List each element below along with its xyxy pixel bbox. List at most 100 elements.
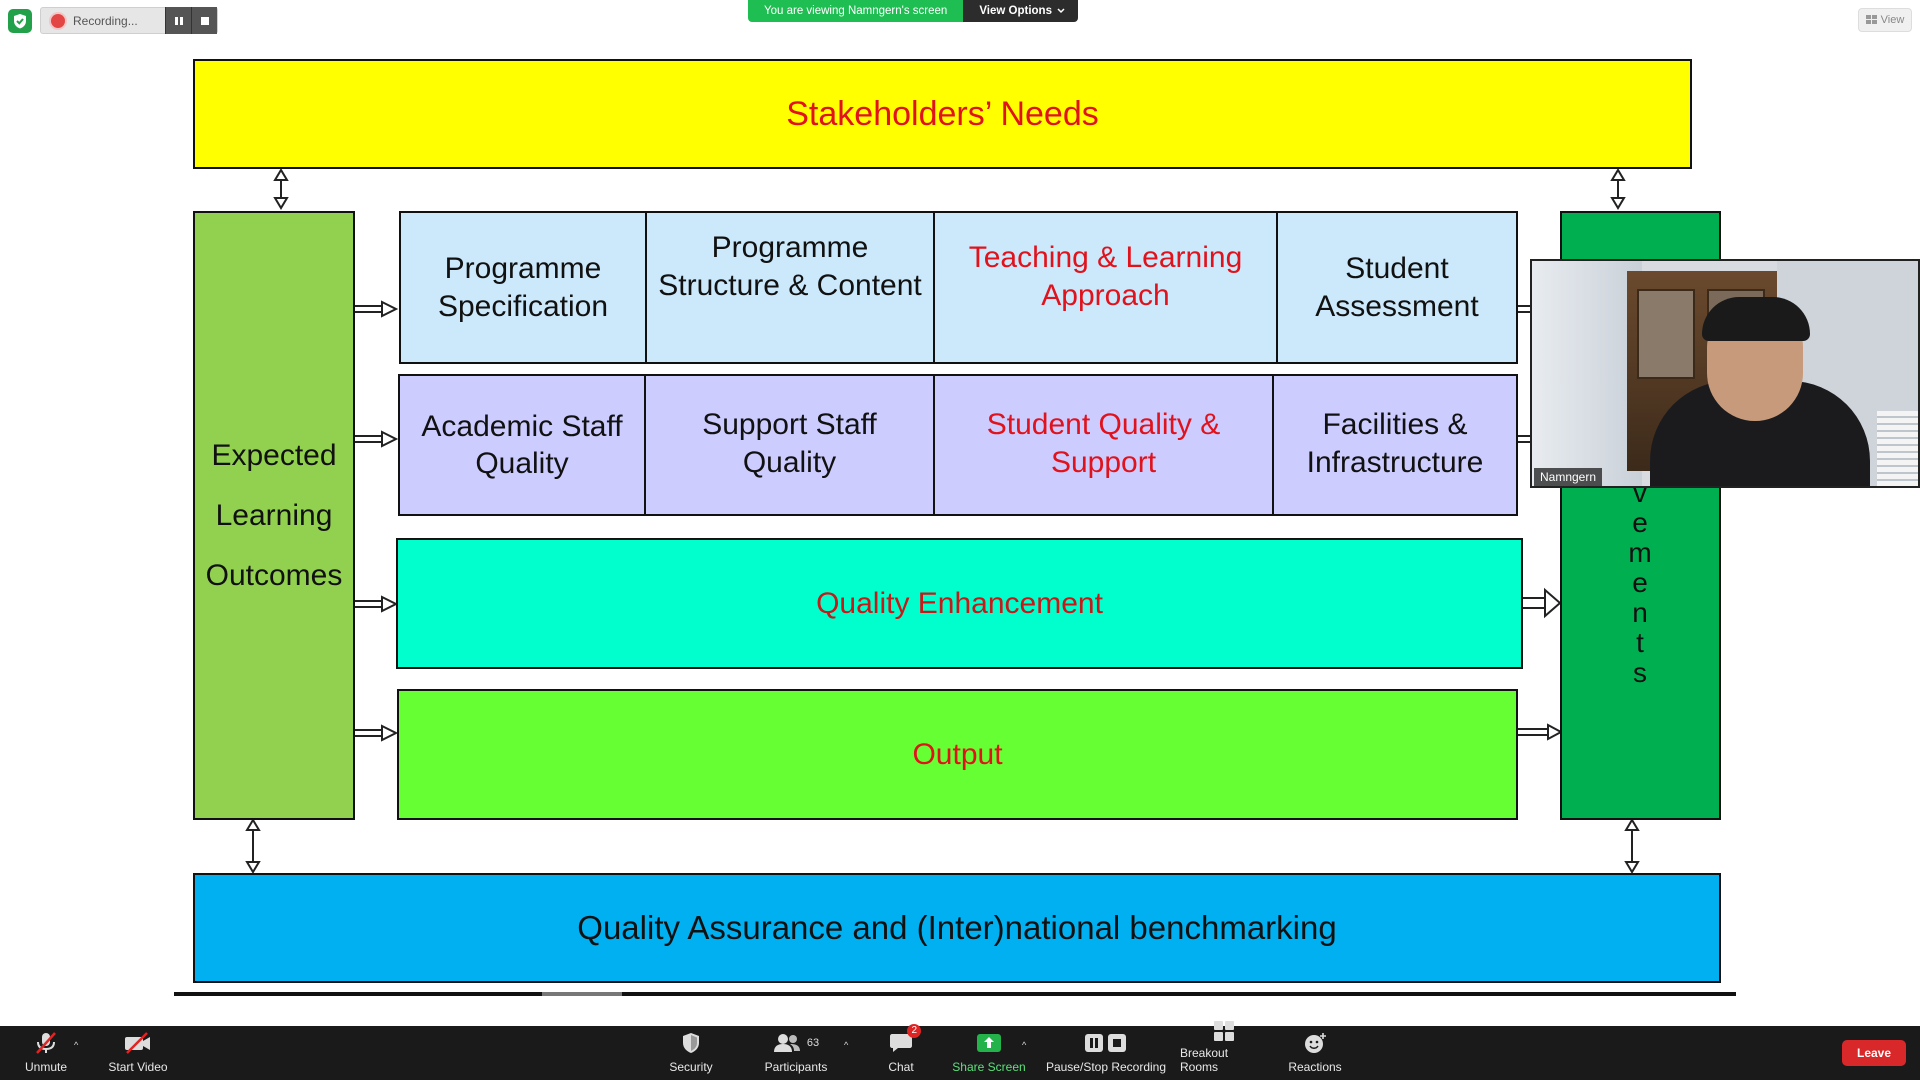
chat-button[interactable]: 2 Chat bbox=[880, 1024, 922, 1080]
video-person-hair bbox=[1702, 297, 1810, 341]
row1-cell4-line1: Student bbox=[1345, 252, 1449, 285]
stakeholders-needs-label: Stakeholders’ Needs bbox=[786, 94, 1099, 133]
view-options-label: View Options bbox=[979, 5, 1052, 17]
participant-name-tag: Namngern bbox=[1534, 468, 1603, 486]
participants-label: Participants bbox=[764, 1060, 828, 1074]
row2-cell3-line2: Support bbox=[1050, 445, 1157, 479]
video-camera-off-icon bbox=[125, 1032, 150, 1054]
participants-icon bbox=[773, 1034, 800, 1052]
row2-cell1-line2: Quality bbox=[475, 447, 569, 480]
ach-letter-6: t bbox=[1636, 627, 1644, 658]
row1-cell1-line1: Programme bbox=[444, 252, 602, 285]
ach-letter-2: e bbox=[1632, 507, 1648, 538]
student-quality-support-box: Student Quality & Support bbox=[933, 374, 1274, 516]
start-video-button[interactable]: Start Video bbox=[104, 1026, 172, 1080]
view-button[interactable]: View bbox=[1858, 8, 1912, 32]
leave-button[interactable]: Leave bbox=[1842, 1040, 1906, 1066]
reactions-smiley-icon bbox=[1305, 1033, 1326, 1053]
quality-enhancement-label: Quality Enhancement bbox=[816, 586, 1103, 620]
share-screen-caret-icon[interactable]: ^ bbox=[1022, 1040, 1027, 1050]
recording-label: Recording... bbox=[73, 13, 138, 28]
share-screen-icon bbox=[977, 1034, 1001, 1052]
pause-stop-recording-label: Pause/Stop Recording bbox=[1045, 1060, 1167, 1074]
security-shield-icon bbox=[683, 1033, 699, 1053]
security-label: Security bbox=[669, 1060, 713, 1074]
view-options-button[interactable]: View Options bbox=[963, 0, 1078, 22]
chat-label: Chat bbox=[888, 1060, 914, 1074]
participant-video[interactable]: Namngern bbox=[1530, 259, 1920, 488]
security-button[interactable]: Security bbox=[660, 1026, 722, 1080]
view-button-label: View bbox=[1880, 14, 1905, 26]
row1-cell4-line2: Assessment bbox=[1315, 289, 1479, 323]
elo-line-3: Outcomes bbox=[205, 558, 343, 592]
video-papers bbox=[1877, 411, 1918, 486]
unmute-label: Unmute bbox=[24, 1060, 68, 1074]
elo-line-2: Learning bbox=[215, 498, 333, 532]
ach-letter-4: e bbox=[1632, 567, 1648, 598]
student-assessment-box: Student Assessment bbox=[1276, 211, 1518, 364]
pause-stop-recording-button[interactable]: Pause/Stop Recording bbox=[1044, 1026, 1168, 1080]
meeting-toolbar: Unmute ^ Start Video Security bbox=[0, 1021, 1920, 1080]
row2-cell2-line1: Support Staff bbox=[702, 408, 877, 441]
video-window-background bbox=[1532, 261, 1642, 486]
start-video-label: Start Video bbox=[108, 1060, 168, 1074]
chat-bubble-icon bbox=[890, 1034, 912, 1052]
ach-letter-3: m bbox=[1628, 537, 1652, 568]
ach-letter-7: s bbox=[1633, 657, 1647, 688]
breakout-rooms-icon bbox=[1214, 1021, 1234, 1041]
share-screen-label: Share Screen bbox=[952, 1060, 1026, 1074]
chevron-down-icon bbox=[1057, 8, 1065, 14]
expected-learning-outcomes-box: Expected Learning Outcomes bbox=[193, 211, 355, 820]
grid-view-icon bbox=[1865, 15, 1877, 24]
recording-indicator: Recording... bbox=[40, 7, 218, 34]
pause-stop-recording-icon bbox=[1085, 1034, 1126, 1052]
screen-share-banner: You are viewing Namngern's screen View O… bbox=[748, 0, 1078, 22]
row2-cell4-line2: Infrastructure bbox=[1306, 445, 1484, 479]
facilities-infrastructure-box: Facilities & Infrastructure bbox=[1272, 374, 1518, 516]
breakout-rooms-label: Breakout Rooms bbox=[1180, 1046, 1229, 1074]
academic-staff-quality-box: Academic Staff Quality bbox=[398, 374, 646, 516]
audio-options-caret-icon[interactable]: ^ bbox=[74, 1040, 79, 1050]
participants-button[interactable]: 63 Participants bbox=[760, 1026, 832, 1080]
elo-line-1: Expected bbox=[211, 438, 337, 472]
output-box: Output bbox=[397, 689, 1518, 820]
row1-cell2-line1: Programme bbox=[711, 231, 869, 264]
quality-assurance-label: Quality Assurance and (Inter)national be… bbox=[577, 909, 1337, 947]
reactions-button[interactable]: Reactions bbox=[1286, 1026, 1344, 1080]
encryption-shield-icon[interactable] bbox=[8, 9, 32, 33]
teaching-learning-approach-box: Teaching & Learning Approach bbox=[933, 211, 1278, 364]
unmute-button[interactable]: Unmute bbox=[18, 1026, 74, 1080]
reactions-label: Reactions bbox=[1288, 1060, 1342, 1074]
slide-bottom-border bbox=[174, 992, 1736, 996]
row2-cell2-line2: Quality bbox=[742, 445, 837, 479]
pause-icon bbox=[174, 16, 183, 25]
row2-cell4-line1: Facilities & bbox=[1322, 408, 1468, 441]
stop-icon bbox=[200, 16, 209, 25]
row1-cell3-line2: Approach bbox=[1041, 278, 1170, 312]
participants-count: 63 bbox=[806, 1037, 820, 1049]
share-screen-button[interactable]: Share Screen bbox=[952, 1026, 1026, 1080]
row2-cell1-line1: Academic Staff bbox=[421, 409, 623, 443]
row1-cell1-line2: Specification bbox=[437, 289, 609, 323]
breakout-rooms-button[interactable]: Breakout Rooms bbox=[1180, 1021, 1268, 1080]
chat-unread-badge: 2 bbox=[907, 1024, 921, 1038]
achievements-vertical-label: v e m e n t s bbox=[1560, 478, 1720, 688]
support-staff-quality-box: Support Staff Quality bbox=[644, 374, 935, 516]
programme-structure-content-box: Programme Structure & Content bbox=[645, 211, 935, 364]
quality-enhancement-box: Quality Enhancement bbox=[396, 538, 1523, 669]
participants-caret-icon[interactable]: ^ bbox=[844, 1040, 849, 1050]
output-label: Output bbox=[912, 737, 1003, 771]
stakeholders-needs-box: Stakeholders’ Needs bbox=[193, 59, 1692, 169]
slide-scroll-thumb[interactable] bbox=[542, 992, 622, 996]
ach-letter-5: n bbox=[1632, 597, 1648, 628]
recording-dot-icon bbox=[51, 13, 65, 28]
pause-recording-button[interactable] bbox=[165, 7, 191, 34]
row1-cell2-line2: Structure & Content bbox=[658, 268, 922, 302]
quality-assurance-box: Quality Assurance and (Inter)national be… bbox=[193, 873, 1721, 983]
row1-cell3-line1: Teaching & Learning bbox=[968, 241, 1243, 274]
stop-recording-button[interactable] bbox=[191, 7, 217, 34]
programme-specification-box: Programme Specification bbox=[399, 211, 647, 364]
viewing-message: You are viewing Namngern's screen bbox=[748, 0, 964, 22]
row2-cell3-line1: Student Quality & bbox=[986, 408, 1221, 441]
